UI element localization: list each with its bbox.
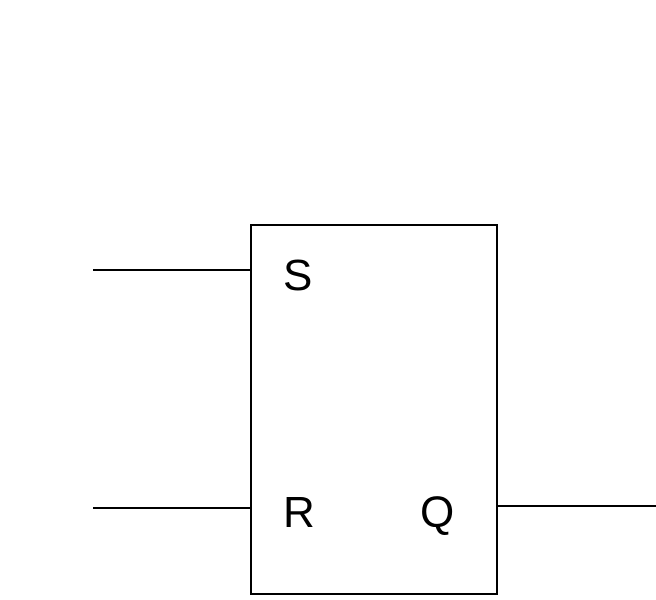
q-output-label: Q xyxy=(420,488,454,537)
latch-body xyxy=(250,224,498,595)
set-pin-label: S xyxy=(283,251,312,300)
reset-pin-label: R xyxy=(283,488,315,537)
